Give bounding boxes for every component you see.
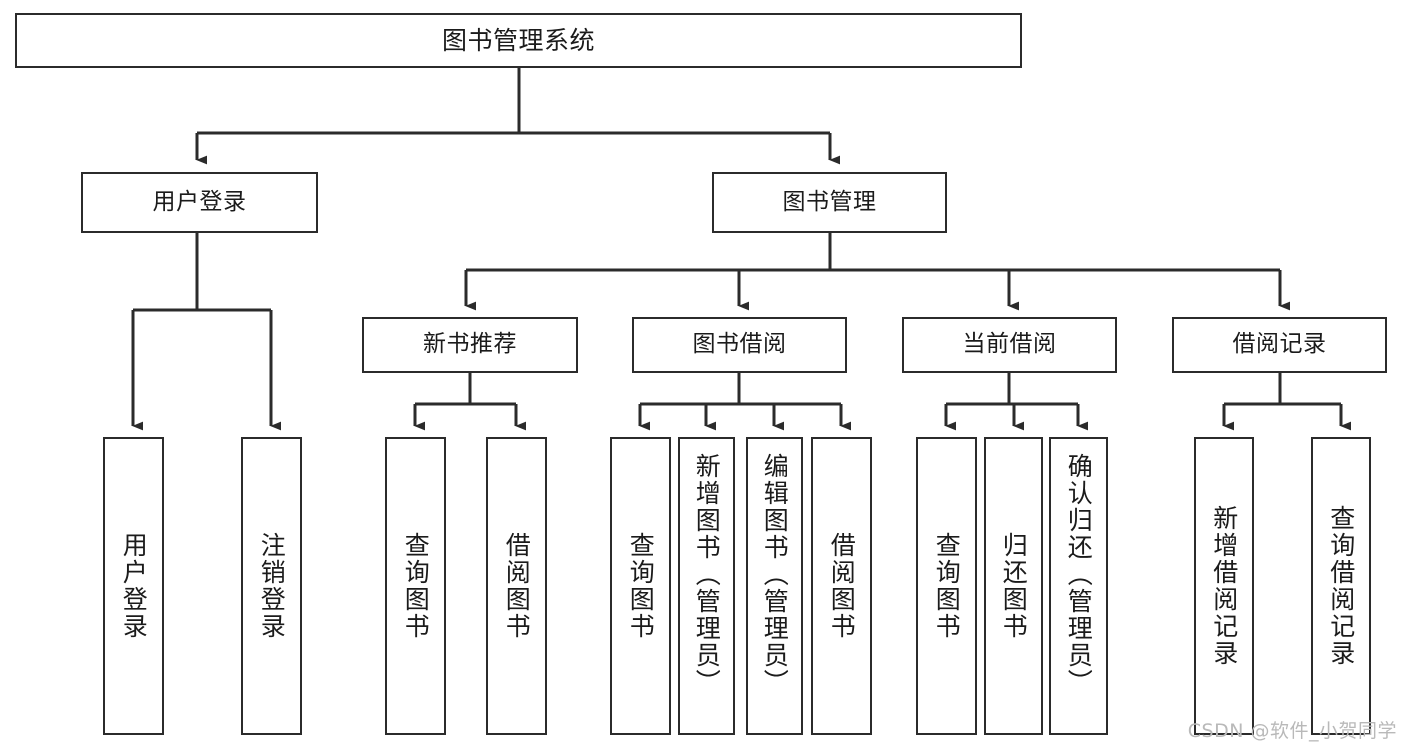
leaf-borrow-book-recommend[interactable]: 借阅图书 [486,437,547,735]
leaf-add-book-admin[interactable]: 新增图书（管理员） [678,437,735,735]
watermark: CSDN @软件_小贺同学 [1187,720,1397,742]
node-label: 确认归还（管理员） [1064,453,1094,696]
node-label: 借阅图书 [502,532,532,640]
node-label: 图书管理 [782,188,877,215]
leaf-query-book-recommend[interactable]: 查询图书 [385,437,446,735]
node-label: 编辑图书（管理员） [760,453,790,696]
leaf-query-borrow-record[interactable]: 查询借阅记录 [1311,437,1371,735]
node-book-borrow[interactable]: 图书借阅 [632,317,847,373]
node-book-management[interactable]: 图书管理 [712,172,947,233]
leaf-confirm-return-admin[interactable]: 确认归还（管理员） [1049,437,1108,735]
node-label: 图书借阅 [692,331,787,358]
leaf-add-borrow-record[interactable]: 新增借阅记录 [1194,437,1254,735]
node-label: 图书管理系统 [441,25,595,55]
node-label: 注销登录 [257,532,287,640]
leaf-query-book-borrow[interactable]: 查询图书 [610,437,671,735]
node-new-book-recommend[interactable]: 新书推荐 [362,317,578,373]
node-label: 归还图书 [999,532,1029,640]
node-label: 当前借阅 [962,331,1057,358]
node-label: 新书推荐 [423,331,517,358]
node-current-borrow[interactable]: 当前借阅 [902,317,1117,373]
node-label: 查询图书 [932,532,962,640]
node-label: 新增借阅记录 [1209,505,1239,667]
leaf-query-book-current[interactable]: 查询图书 [916,437,977,735]
node-borrow-record[interactable]: 借阅记录 [1172,317,1387,373]
leaf-return-book[interactable]: 归还图书 [984,437,1043,735]
leaf-logout[interactable]: 注销登录 [241,437,302,735]
node-label: 用户登录 [152,188,247,215]
node-label: 查询图书 [401,532,431,640]
leaf-borrow-book[interactable]: 借阅图书 [811,437,872,735]
node-book-management-system[interactable]: 图书管理系统 [15,13,1022,68]
node-label: 借阅图书 [827,532,857,640]
node-label: 借阅记录 [1232,331,1327,358]
node-label: 新增图书（管理员） [692,453,722,696]
leaf-user-login[interactable]: 用户登录 [103,437,164,735]
node-label: 查询借阅记录 [1326,505,1356,667]
node-label: 查询图书 [626,532,656,640]
node-user-login[interactable]: 用户登录 [81,172,318,233]
leaf-edit-book-admin[interactable]: 编辑图书（管理员） [746,437,803,735]
node-label: 用户登录 [119,532,149,640]
